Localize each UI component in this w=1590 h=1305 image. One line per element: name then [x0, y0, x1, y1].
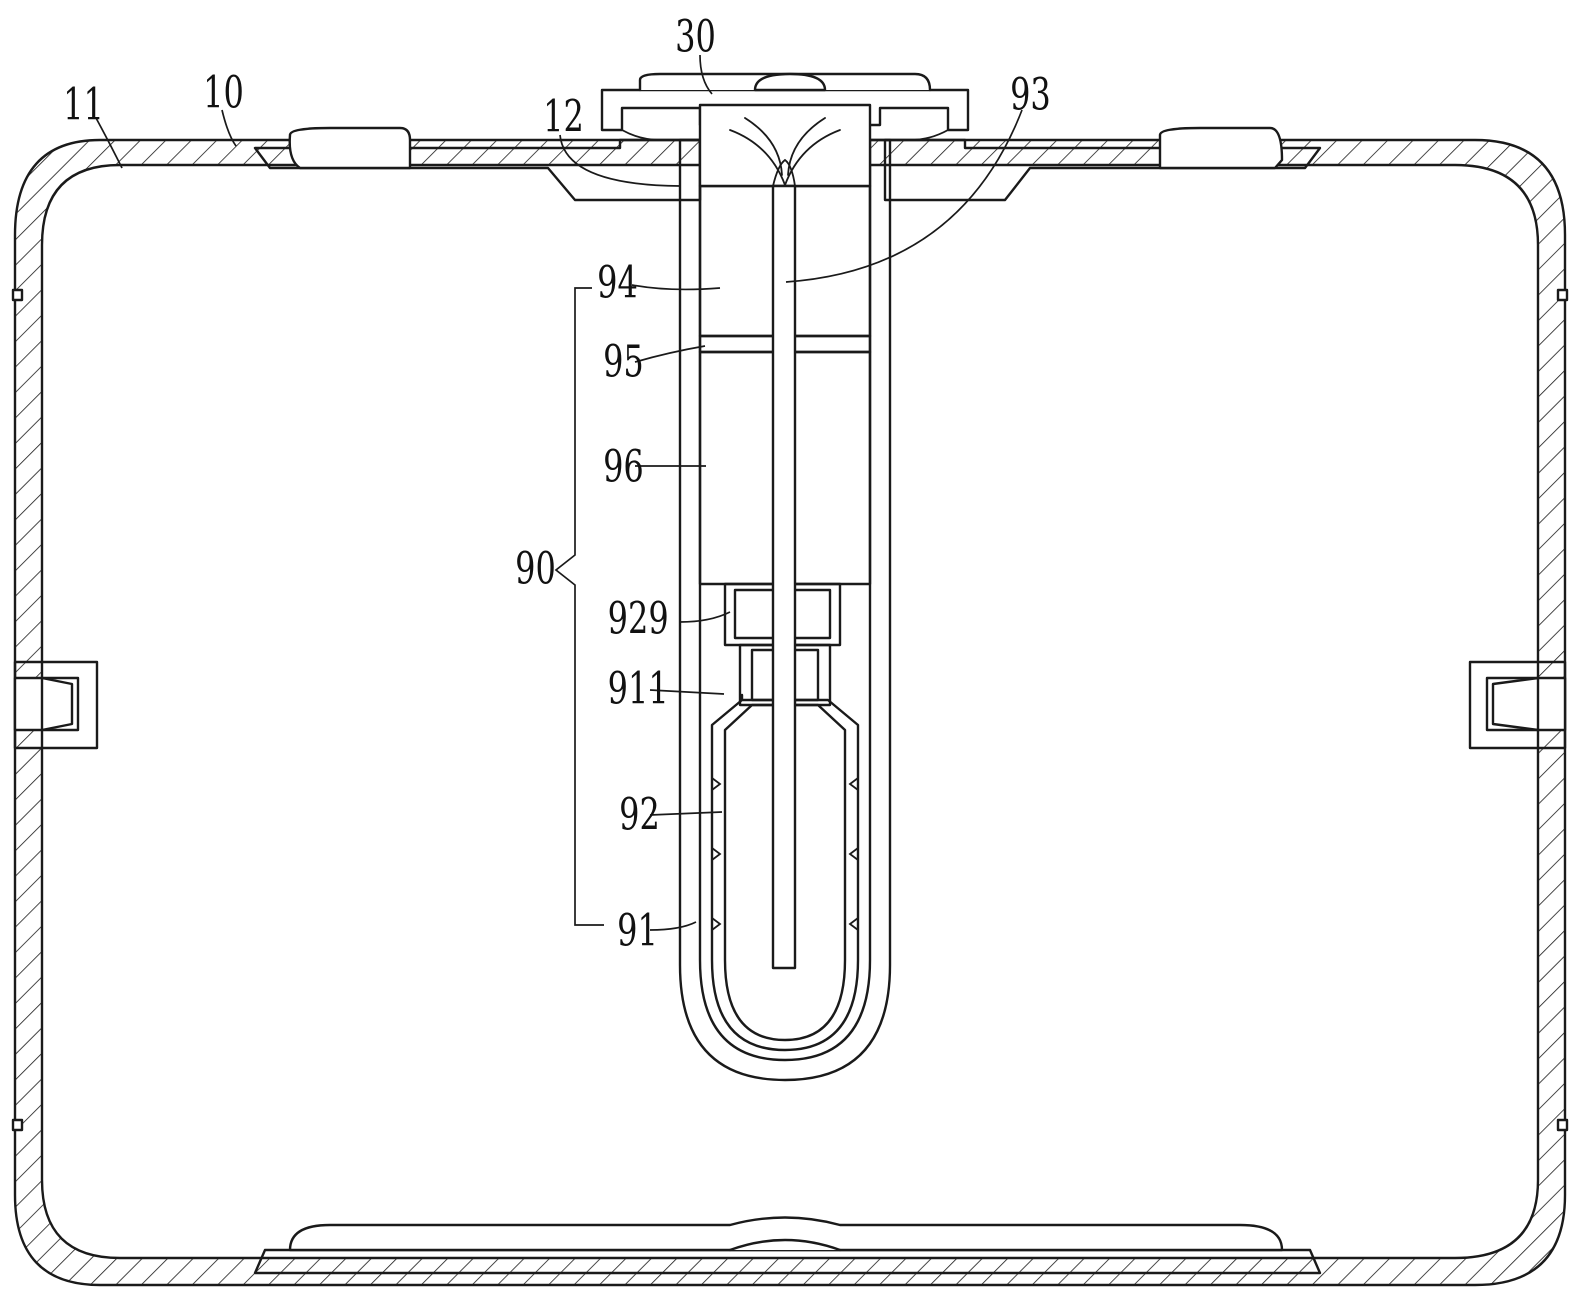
bottom-plate — [253, 1216, 1322, 1275]
labels: 30 10 11 12 93 94 95 96 90 929 911 92 91 — [63, 11, 1051, 956]
leader-lines — [95, 54, 1023, 931]
cap-30 — [600, 72, 970, 141]
label-12: 12 — [543, 91, 584, 142]
left-side-clip — [13, 660, 99, 750]
housing-10 — [11, 138, 1569, 1287]
right-side-clip — [1468, 660, 1567, 750]
label-90: 90 — [515, 543, 556, 594]
vial-92 — [710, 693, 860, 1052]
housing-wall — [13, 138, 1567, 1287]
label-94: 94 — [597, 257, 638, 308]
label-92: 92 — [619, 789, 660, 840]
label-96: 96 — [603, 441, 644, 492]
top-plate — [253, 126, 1322, 202]
label-30: 30 — [675, 11, 716, 62]
label-95: 95 — [603, 336, 644, 387]
label-10: 10 — [203, 67, 244, 118]
label-911: 911 — [608, 663, 669, 714]
label-93: 93 — [1010, 69, 1051, 120]
tube-91 — [678, 138, 892, 1082]
label-11: 11 — [63, 79, 104, 130]
label-929: 929 — [608, 593, 669, 644]
wick-93 — [771, 158, 797, 970]
label-91: 91 — [617, 905, 658, 956]
